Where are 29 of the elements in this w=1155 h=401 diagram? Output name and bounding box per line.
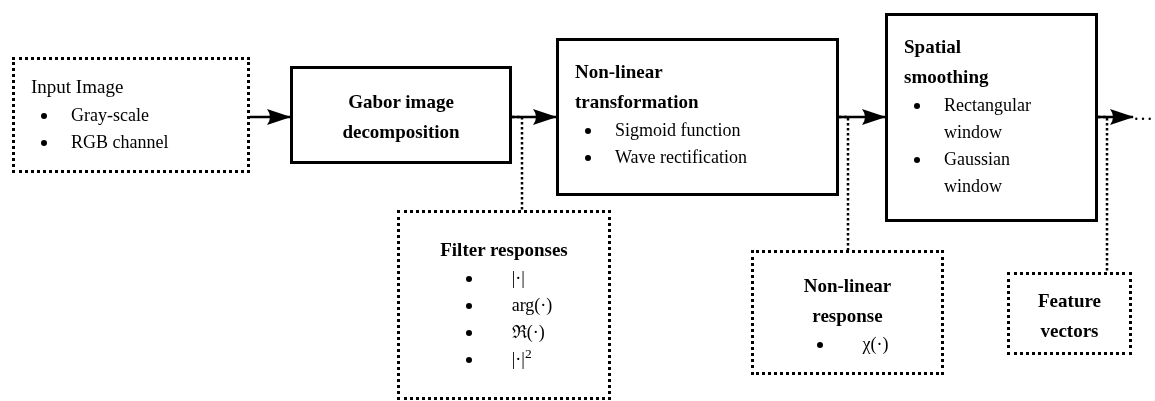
list-item: RGB channel xyxy=(71,131,169,154)
list-item: |·| xyxy=(511,267,525,290)
box-title: Filter responses xyxy=(440,238,568,262)
dotted-box xyxy=(12,57,250,173)
process-box xyxy=(556,38,839,196)
dotted-box xyxy=(751,250,944,375)
process-box xyxy=(290,66,512,164)
dotted-connector xyxy=(839,115,850,250)
box-title: Input Image xyxy=(31,75,124,99)
dotted-connector xyxy=(1098,115,1109,272)
box-title: Feature vectors xyxy=(1037,288,1102,343)
box-title: Non-linear response xyxy=(802,274,893,328)
list-item: Rectangular window xyxy=(944,94,1032,144)
list-item: Sigmoid function xyxy=(615,119,741,142)
box-title: Spatial smoothing xyxy=(904,35,990,89)
list-item: |·|$^{2}$ xyxy=(511,346,532,371)
box-title: Gabor image decomposition xyxy=(341,90,461,144)
dotted-box xyxy=(397,210,611,400)
dotted-connector xyxy=(512,115,524,210)
list-item: Gaussian window xyxy=(944,148,1011,198)
list-item: Wave rectification xyxy=(615,146,747,169)
box-title: Non-linear transformation xyxy=(575,60,700,114)
list-item: Gray-scale xyxy=(71,104,149,127)
continuation-ellipsis: … xyxy=(1133,103,1153,123)
process-box xyxy=(885,13,1098,222)
list-item: χ(·) xyxy=(862,333,889,356)
list-item: ℜ(·) xyxy=(511,321,545,344)
dotted-box xyxy=(1007,272,1132,355)
list-item: arg(·) xyxy=(511,294,553,317)
